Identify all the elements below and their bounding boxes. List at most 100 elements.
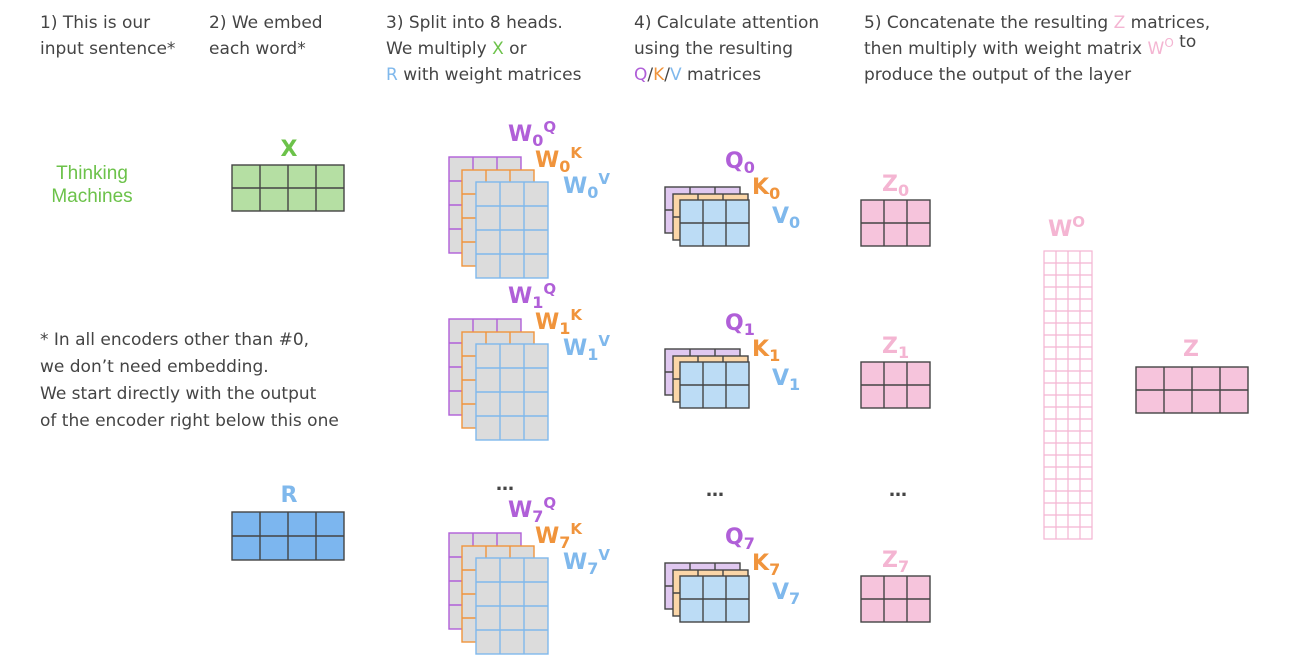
head-7-q-label: Q7	[725, 525, 755, 553]
embedding-r-label-base: R	[281, 483, 298, 508]
caption-segment: 4) Calculate attention	[634, 13, 819, 33]
caption-segment: V	[670, 65, 682, 85]
input-word-machines: Machines	[51, 186, 132, 207]
head-7-v-label-index: 7	[789, 589, 800, 608]
embedding-x-label: X	[281, 137, 298, 162]
head-0-q-label-index: 0	[744, 158, 755, 177]
head-1-z-label-index: 1	[898, 343, 909, 362]
caption-segment: We multiply	[386, 39, 492, 59]
head-7-wv-label: W7V	[563, 546, 610, 578]
head-1-z-matrix	[860, 361, 931, 409]
head-1-wv-label-base: W	[563, 336, 587, 361]
head-7-wk-label: W7K	[535, 520, 583, 552]
head-7-wq-label-superscript: Q	[543, 494, 556, 512]
caption-segment: /	[664, 65, 670, 85]
caption-segment: with weight matrices	[398, 65, 582, 85]
head-7-wk-label-superscript: K	[570, 520, 583, 538]
input-word-thinking: Thinking	[56, 163, 128, 184]
caption-segment: 5) Concatenate the resulting	[864, 13, 1114, 33]
head-1-q-label-base: Q	[725, 311, 744, 336]
head-0-z-matrix	[860, 199, 931, 247]
head-7-wk-label-index: 7	[559, 533, 570, 552]
ellipsis-3: …	[889, 480, 907, 501]
step-1-line-1: 1) This is our	[40, 13, 150, 33]
caption-segment: R	[386, 65, 398, 85]
head-7-v-label-base: V	[772, 580, 789, 605]
output-z-label-base: Z	[1183, 337, 1199, 362]
step-captions: 1) This is our input sentence* 2) We embed…	[40, 13, 1210, 85]
head-7-z-label-index: 7	[898, 557, 909, 576]
step-5-line-3: produce the output of the layer	[864, 65, 1131, 85]
head-7-wv-matrix	[475, 557, 549, 655]
caption-segment: X	[492, 39, 504, 59]
step-2-line-1: 2) We embed	[209, 13, 323, 33]
step-3-line-2: We multiply X or	[386, 39, 527, 59]
caption-segment: matrices	[682, 65, 762, 85]
head-1-v-label-base: V	[772, 366, 789, 391]
ellipsis-2: …	[706, 480, 724, 501]
caption-segment: then multiply with weight matrix	[864, 39, 1148, 59]
head-0-wv-label: W0V	[563, 170, 610, 202]
caption-segment: produce the output of the layer	[864, 65, 1131, 85]
head-1-wv-label-superscript: V	[598, 332, 610, 350]
head-1-k-label-index: 1	[769, 346, 780, 365]
embedding-x-matrix	[231, 164, 345, 212]
head-0-q-label: Q0	[725, 149, 755, 177]
wo-label: WO	[1048, 213, 1085, 242]
head-7-k-label: K7	[752, 551, 780, 579]
head-1-z-label-base: Z	[882, 334, 898, 359]
head-1-wq-label-base: W	[508, 284, 532, 309]
caption-segment: /	[647, 65, 653, 85]
head-1-k-label-base: K	[752, 337, 770, 362]
head-1-wq-label: W1Q	[508, 280, 556, 312]
step-4-line-1: 4) Calculate attention	[634, 13, 819, 33]
head-1-wk-label-index: 1	[559, 319, 570, 338]
step-5-line-2: then multiply with weight matrix WO to	[864, 32, 1196, 59]
footnote: * In all encoders other than #0, we don’…	[40, 330, 339, 431]
head-0-wq-label-base: W	[508, 122, 532, 147]
output-z-label: Z	[1183, 337, 1199, 362]
head-0-k-label-index: 0	[769, 184, 780, 203]
head-0-wq-label: W0Q	[508, 118, 556, 150]
step-4-line-3: Q/K/V matrices	[634, 65, 761, 85]
caption-segment: 3) Split into 8 heads.	[386, 13, 563, 33]
head-0-v-label-base: V	[772, 204, 789, 229]
caption-segment: to	[1174, 32, 1196, 52]
step-4-line-2: using the resulting	[634, 39, 793, 59]
caption-segment: input sentence*	[40, 39, 175, 59]
head-7-wq-label-base: W	[508, 498, 532, 523]
head-7-k-label-index: 7	[769, 560, 780, 579]
head-0-k-label-base: K	[752, 175, 770, 200]
caption-segment: O	[1164, 36, 1173, 50]
output-z-matrix	[1135, 366, 1249, 414]
head-7-wq-label-index: 7	[532, 507, 543, 526]
embedding-x-label-base: X	[281, 137, 298, 162]
head-0-wv-label-base: W	[563, 174, 587, 199]
head-0-z-label-base: Z	[882, 172, 898, 197]
head-0-wq-label-superscript: Q	[543, 118, 556, 136]
head-7-v-label: V7	[772, 580, 800, 608]
head-0-wv-label-superscript: V	[598, 170, 610, 188]
head-1-v-matrix	[679, 361, 750, 409]
caption-segment: using the resulting	[634, 39, 793, 59]
head-0-wv-matrix	[475, 181, 549, 279]
head-1-k-label: K1	[752, 337, 780, 365]
head-1-z-label: Z1	[882, 334, 909, 362]
head-1-wq-label-superscript: Q	[543, 280, 556, 298]
caption-segment: 2) We embed	[209, 13, 323, 33]
head-1-wk-label-base: W	[535, 310, 559, 335]
head-0-wv-label-index: 0	[587, 183, 598, 202]
head-0-wk-label-base: W	[535, 148, 559, 173]
caption-segment: matrices,	[1125, 13, 1210, 33]
wo-label-superscript: O	[1072, 213, 1085, 231]
step-5-line-1: 5) Concatenate the resulting Z matrices,	[864, 13, 1210, 33]
wo-matrix	[1043, 250, 1093, 540]
head-1-v-label: V1	[772, 366, 800, 394]
head-7-wq-label: W7Q	[508, 494, 556, 526]
head-1-wk-label: W1K	[535, 306, 583, 338]
head-7-z-label-base: Z	[882, 548, 898, 573]
head-7-wv-label-index: 7	[587, 559, 598, 578]
head-0-v-label-index: 0	[789, 213, 800, 232]
head-0-wq-label-index: 0	[532, 131, 543, 150]
